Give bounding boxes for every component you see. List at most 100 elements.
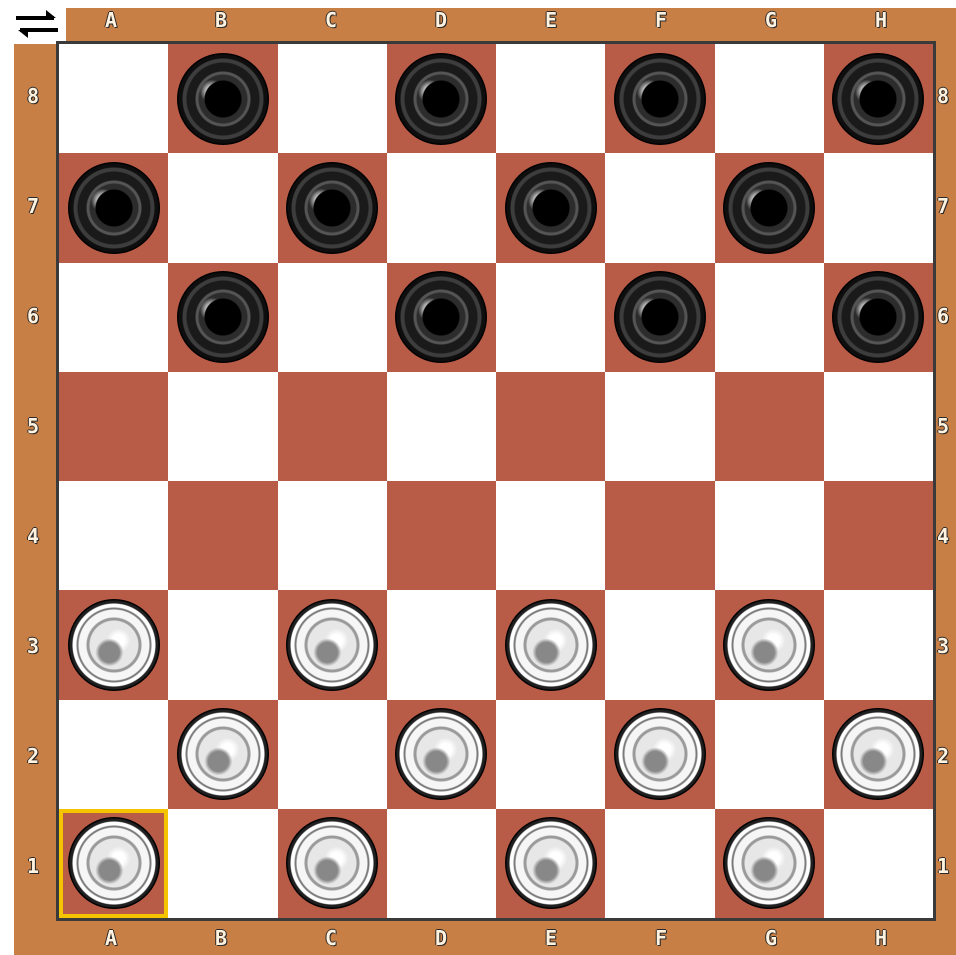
square-d2[interactable] xyxy=(387,700,496,809)
black-piece[interactable] xyxy=(832,271,924,363)
white-piece[interactable] xyxy=(505,599,597,691)
square-f4[interactable] xyxy=(605,481,714,590)
white-piece[interactable] xyxy=(395,708,487,800)
rank-label-left: 2 xyxy=(18,746,48,766)
black-piece[interactable] xyxy=(395,53,487,145)
file-label-bot: E xyxy=(496,928,606,948)
rank-label-left: 5 xyxy=(18,416,48,436)
white-piece[interactable] xyxy=(723,817,815,909)
square-c6[interactable] xyxy=(278,263,387,372)
square-h3[interactable] xyxy=(824,590,933,699)
square-h7[interactable] xyxy=(824,153,933,262)
square-h1[interactable] xyxy=(824,809,933,918)
file-label-bot: C xyxy=(276,928,386,948)
square-f6[interactable] xyxy=(605,263,714,372)
square-a5[interactable] xyxy=(59,372,168,481)
square-a2[interactable] xyxy=(59,700,168,809)
white-piece[interactable] xyxy=(614,708,706,800)
black-piece[interactable] xyxy=(614,53,706,145)
square-b2[interactable] xyxy=(168,700,277,809)
square-e6[interactable] xyxy=(496,263,605,372)
white-piece[interactable] xyxy=(177,708,269,800)
square-b8[interactable] xyxy=(168,44,277,153)
square-f5[interactable] xyxy=(605,372,714,481)
black-piece[interactable] xyxy=(68,162,160,254)
square-d3[interactable] xyxy=(387,590,496,699)
square-g1[interactable] xyxy=(715,809,824,918)
square-h8[interactable] xyxy=(824,44,933,153)
square-h4[interactable] xyxy=(824,481,933,590)
square-g3[interactable] xyxy=(715,590,824,699)
square-g8[interactable] xyxy=(715,44,824,153)
square-a6[interactable] xyxy=(59,263,168,372)
square-c1[interactable] xyxy=(278,809,387,918)
square-e7[interactable] xyxy=(496,153,605,262)
square-a8[interactable] xyxy=(59,44,168,153)
square-c3[interactable] xyxy=(278,590,387,699)
square-d6[interactable] xyxy=(387,263,496,372)
rank-label-left: 1 xyxy=(18,856,48,876)
square-h2[interactable] xyxy=(824,700,933,809)
square-c5[interactable] xyxy=(278,372,387,481)
square-d1[interactable] xyxy=(387,809,496,918)
black-piece[interactable] xyxy=(286,162,378,254)
square-d4[interactable] xyxy=(387,481,496,590)
white-piece[interactable] xyxy=(286,817,378,909)
square-a1[interactable] xyxy=(59,809,168,918)
square-e1[interactable] xyxy=(496,809,605,918)
square-g2[interactable] xyxy=(715,700,824,809)
rank-label-left: 7 xyxy=(18,196,48,216)
square-b6[interactable] xyxy=(168,263,277,372)
file-label-top: H xyxy=(826,10,936,30)
square-c2[interactable] xyxy=(278,700,387,809)
square-f1[interactable] xyxy=(605,809,714,918)
black-piece[interactable] xyxy=(395,271,487,363)
square-e2[interactable] xyxy=(496,700,605,809)
square-e4[interactable] xyxy=(496,481,605,590)
square-d5[interactable] xyxy=(387,372,496,481)
black-piece[interactable] xyxy=(177,271,269,363)
square-h5[interactable] xyxy=(824,372,933,481)
square-f8[interactable] xyxy=(605,44,714,153)
square-d8[interactable] xyxy=(387,44,496,153)
square-b3[interactable] xyxy=(168,590,277,699)
square-a3[interactable] xyxy=(59,590,168,699)
square-g5[interactable] xyxy=(715,372,824,481)
white-piece[interactable] xyxy=(68,817,160,909)
black-piece[interactable] xyxy=(832,53,924,145)
square-c4[interactable] xyxy=(278,481,387,590)
square-e5[interactable] xyxy=(496,372,605,481)
square-f7[interactable] xyxy=(605,153,714,262)
square-g7[interactable] xyxy=(715,153,824,262)
square-d7[interactable] xyxy=(387,153,496,262)
black-piece[interactable] xyxy=(614,271,706,363)
file-label-top: F xyxy=(606,10,716,30)
rank-label-left: 4 xyxy=(18,526,48,546)
square-g4[interactable] xyxy=(715,481,824,590)
checkers-board xyxy=(56,41,936,921)
black-piece[interactable] xyxy=(177,53,269,145)
square-c8[interactable] xyxy=(278,44,387,153)
white-piece[interactable] xyxy=(723,599,815,691)
square-b5[interactable] xyxy=(168,372,277,481)
rank-label-left: 3 xyxy=(18,636,48,656)
square-b1[interactable] xyxy=(168,809,277,918)
white-piece[interactable] xyxy=(832,708,924,800)
square-e8[interactable] xyxy=(496,44,605,153)
white-piece[interactable] xyxy=(505,817,597,909)
square-a4[interactable] xyxy=(59,481,168,590)
black-piece[interactable] xyxy=(505,162,597,254)
square-a7[interactable] xyxy=(59,153,168,262)
file-label-bot: F xyxy=(606,928,716,948)
white-piece[interactable] xyxy=(68,599,160,691)
square-e3[interactable] xyxy=(496,590,605,699)
square-g6[interactable] xyxy=(715,263,824,372)
white-piece[interactable] xyxy=(286,599,378,691)
square-c7[interactable] xyxy=(278,153,387,262)
square-b7[interactable] xyxy=(168,153,277,262)
square-f2[interactable] xyxy=(605,700,714,809)
square-f3[interactable] xyxy=(605,590,714,699)
square-b4[interactable] xyxy=(168,481,277,590)
black-piece[interactable] xyxy=(723,162,815,254)
square-h6[interactable] xyxy=(824,263,933,372)
